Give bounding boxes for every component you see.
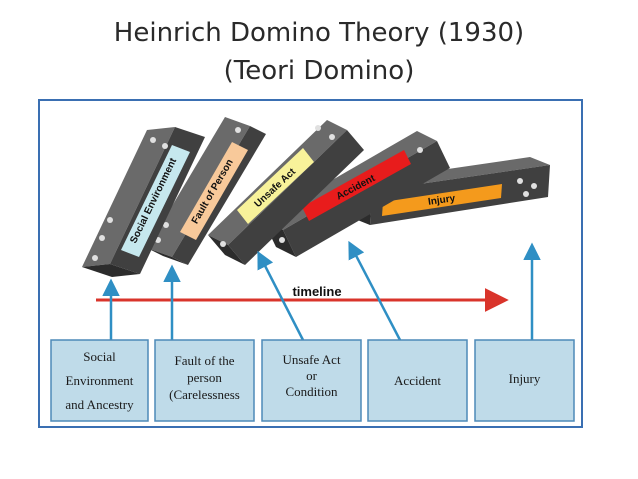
box-unsafe-act <box>261 339 362 422</box>
domino-dot <box>517 178 523 184</box>
box-injury <box>474 339 575 422</box>
domino-dot <box>235 127 241 133</box>
box-fault-of-person-line3: (Carelessness <box>169 387 240 402</box>
box-social-environment-line3: and Ancestry <box>65 397 134 412</box>
domino-dot <box>220 241 226 247</box>
domino-unsafe-act-panel <box>237 148 314 224</box>
domino-social-environment-panel <box>121 145 190 257</box>
domino-fault-of-person-panel <box>180 142 248 240</box>
box-fault-of-person <box>154 339 255 422</box>
domino-dot <box>99 235 105 241</box>
domino-dot <box>417 147 423 153</box>
stage-boxes: Social Environment and Ancestry Fault of… <box>50 339 575 422</box>
timeline: timeline <box>96 284 509 312</box>
page-title: Heinrich Domino Theory (1930) <box>113 18 525 48</box>
box-social-environment <box>50 339 149 422</box>
box-social-environment-line1: Social <box>83 349 116 364</box>
domino-dot <box>329 134 335 140</box>
page-subtitle: (Teori Domino) <box>223 56 415 86</box>
domino-fault-of-person: Fault of Person <box>147 117 266 265</box>
box-unsafe-act-line3: Condition <box>285 384 338 399</box>
box-fault-of-person-line2: person <box>187 370 222 385</box>
domino-dot <box>162 143 168 149</box>
domino-dot <box>150 137 156 143</box>
domino-injury-panel <box>382 184 502 216</box>
timeline-label: timeline <box>292 284 341 299</box>
box-unsafe-act-line2: or <box>306 368 318 383</box>
domino-dot <box>315 125 321 131</box>
domino-dot <box>163 222 169 228</box>
box-unsafe-act-line1: Unsafe Act <box>282 352 341 367</box>
domino-dot <box>523 191 529 197</box>
domino-dot <box>531 183 537 189</box>
arrow-unsafe-act <box>257 250 305 341</box>
domino-dot <box>279 237 285 243</box>
connector-arrows <box>102 240 541 341</box>
domino-dot <box>107 217 113 223</box>
domino-dot <box>92 255 98 261</box>
box-fault-of-person-line1: Fault of the <box>175 353 235 368</box>
domino-accident-panel <box>302 150 411 221</box>
domino-unsafe-act: Unsafe Act <box>208 120 364 265</box>
domino-social-environment: Social Environment <box>82 127 205 277</box>
box-accident <box>367 339 468 422</box>
box-social-environment-line2: Environment <box>66 373 134 388</box>
domino-injury-label: Injury <box>427 193 456 208</box>
box-accident-line1: Accident <box>394 373 441 388</box>
dominoes-layer: Injury Accident Unsafe Act <box>82 117 550 277</box>
arrow-accident <box>348 240 402 341</box>
box-injury-line1: Injury <box>509 371 541 386</box>
